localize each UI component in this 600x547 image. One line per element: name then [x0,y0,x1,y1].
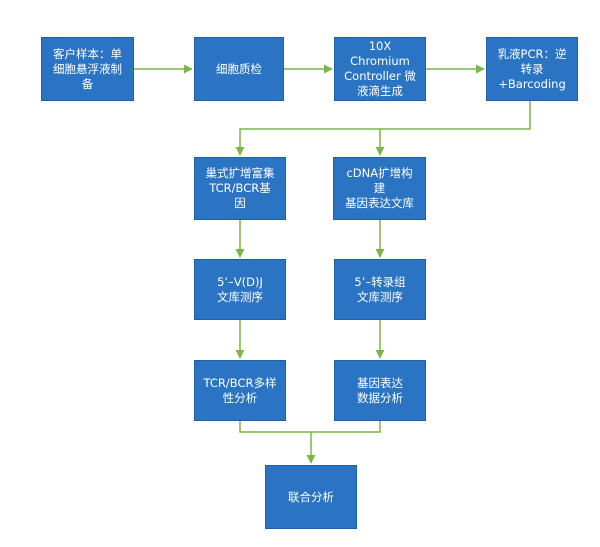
node-cell-qc: 细胞质检 [194,37,284,101]
node-joint-analysis: 联合分析 [265,465,357,529]
node-emulsion-pcr: 乳液PCR：逆 转录 +Barcoding [486,37,578,101]
node-chromium-label: 10X Chromium Controller 微 液滴生成 [344,39,416,98]
node-transcriptome-seq-label: 5’–转录组 文库测序 [354,274,406,304]
node-expression-analysis: 基因表达 数据分析 [334,360,426,421]
node-expression-analysis-label: 基因表达 数据分析 [357,375,403,405]
node-transcriptome-seq: 5’–转录组 文库测序 [334,259,426,320]
node-tcr-bcr-amp: 巢式扩增富集 TCR/BCR基 因 [194,157,286,220]
node-cdna-amp: cDNA扩增构建 基因表达文库 [333,157,426,220]
node-joint-analysis-label: 联合分析 [288,489,334,504]
node-sample-prep-label: 客户样本：单 细胞悬浮液制 备 [53,46,122,91]
node-sample-prep: 客户样本：单 细胞悬浮液制 备 [41,37,134,101]
node-vdj-seq-label: 5’–V(D)J 文库测序 [217,274,263,304]
node-tcr-bcr-amp-label: 巢式扩增富集 TCR/BCR基 因 [205,166,275,210]
node-cdna-amp-label: cDNA扩增构建 基因表达文库 [345,166,414,210]
node-vdj-seq: 5’–V(D)J 文库测序 [194,259,286,320]
edge-merge [239,421,381,433]
node-diversity-analysis: TCR/BCR多样 性分析 [194,360,286,421]
node-diversity-analysis-label: TCR/BCR多样 性分析 [203,375,277,405]
node-cell-qc-label: 细胞质检 [216,61,262,76]
edge-pcr-split [235,101,531,156]
node-chromium: 10X Chromium Controller 微 液滴生成 [334,37,426,101]
node-emulsion-pcr-label: 乳液PCR：逆 转录 +Barcoding [497,46,567,91]
